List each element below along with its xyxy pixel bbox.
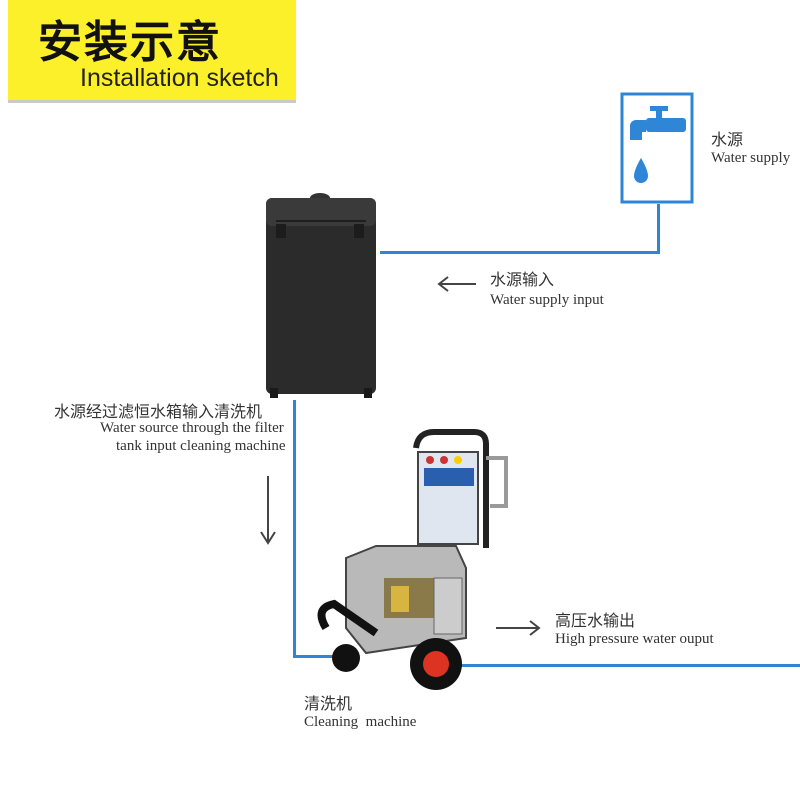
title-english: Installation sketch	[80, 64, 279, 93]
filter-path-label-cn: 水源经过滤恒水箱输入清洗机	[54, 398, 262, 422]
pipe-source-to-tank	[380, 251, 660, 254]
filter-path-label-en-2: tank input cleaning machine	[116, 438, 286, 455]
filter-path-label-en-1: Water source through the filter	[100, 420, 284, 437]
arrow-left-icon	[436, 276, 478, 292]
output-label-cn: 高压水输出	[555, 607, 635, 631]
arrow-down-icon	[260, 474, 276, 546]
water-source-label-en: Water supply	[711, 150, 790, 167]
pipe-tank-down	[293, 400, 296, 658]
title-banner: 安装示意 Installation sketch	[8, 0, 296, 100]
pipe-source-down	[657, 204, 660, 254]
cleaning-machine	[306, 428, 526, 700]
machine-label-en: Cleaning machine	[304, 714, 416, 731]
output-label-en: High pressure water ouput	[555, 631, 714, 648]
supply-input-label-cn: 水源输入	[490, 266, 554, 290]
arrow-right-icon	[494, 620, 542, 636]
title-chinese: 安装示意	[38, 6, 222, 70]
water-source-label-cn: 水源	[711, 126, 743, 150]
water-tap-icon	[620, 92, 694, 204]
supply-input-label-en: Water supply input	[490, 292, 604, 309]
machine-label-cn: 清洗机	[304, 690, 352, 714]
filter-tank	[262, 188, 380, 400]
